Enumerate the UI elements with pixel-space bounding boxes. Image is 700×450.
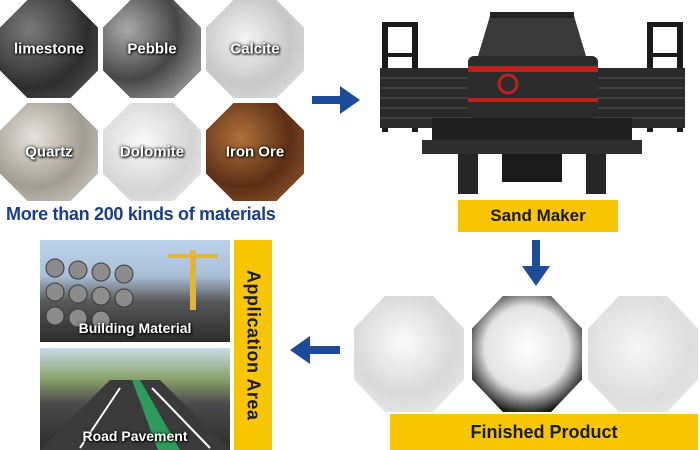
material-pebble: Pebble (103, 0, 201, 98)
materials-grid: limestone Pebble Calcite Quartz Dolomite… (0, 0, 310, 201)
sand-maker-machine-image (380, 12, 685, 194)
arrow-down-icon (522, 240, 550, 286)
application-road-pavement: Road Pavement (40, 348, 230, 450)
material-limestone: limestone (0, 0, 98, 98)
arrow-left-icon (290, 336, 340, 364)
road-pavement-label: Road Pavement (82, 428, 188, 444)
application-area-title: Application Area (234, 240, 272, 450)
finished-product-image-1 (354, 296, 464, 412)
material-label: limestone (13, 40, 85, 58)
material-iron-ore: Iron Ore (206, 103, 304, 201)
material-calcite: Calcite (206, 0, 304, 98)
arrow-right-icon (312, 86, 360, 114)
material-label: Dolomite (119, 143, 185, 161)
finished-product-image-2 (472, 296, 582, 412)
material-quartz: Quartz (0, 103, 98, 201)
finished-product-label: Finished Product (390, 414, 698, 450)
finished-product-image-3 (588, 296, 698, 412)
material-label: Iron Ore (225, 143, 285, 161)
application-building-material: Building Material (40, 240, 230, 342)
sand-maker-label: Sand Maker (458, 200, 618, 232)
building-material-label: Building Material (78, 320, 192, 336)
material-label: Calcite (230, 40, 280, 58)
materials-caption: More than 200 kinds of materials (6, 204, 276, 224)
road-image (40, 380, 230, 450)
material-label: Pebble (127, 40, 177, 58)
material-dolomite: Dolomite (103, 103, 201, 201)
material-label: Quartz (25, 143, 73, 161)
pipes-image (45, 250, 218, 330)
application-area-title-text: Application Area (243, 269, 264, 421)
